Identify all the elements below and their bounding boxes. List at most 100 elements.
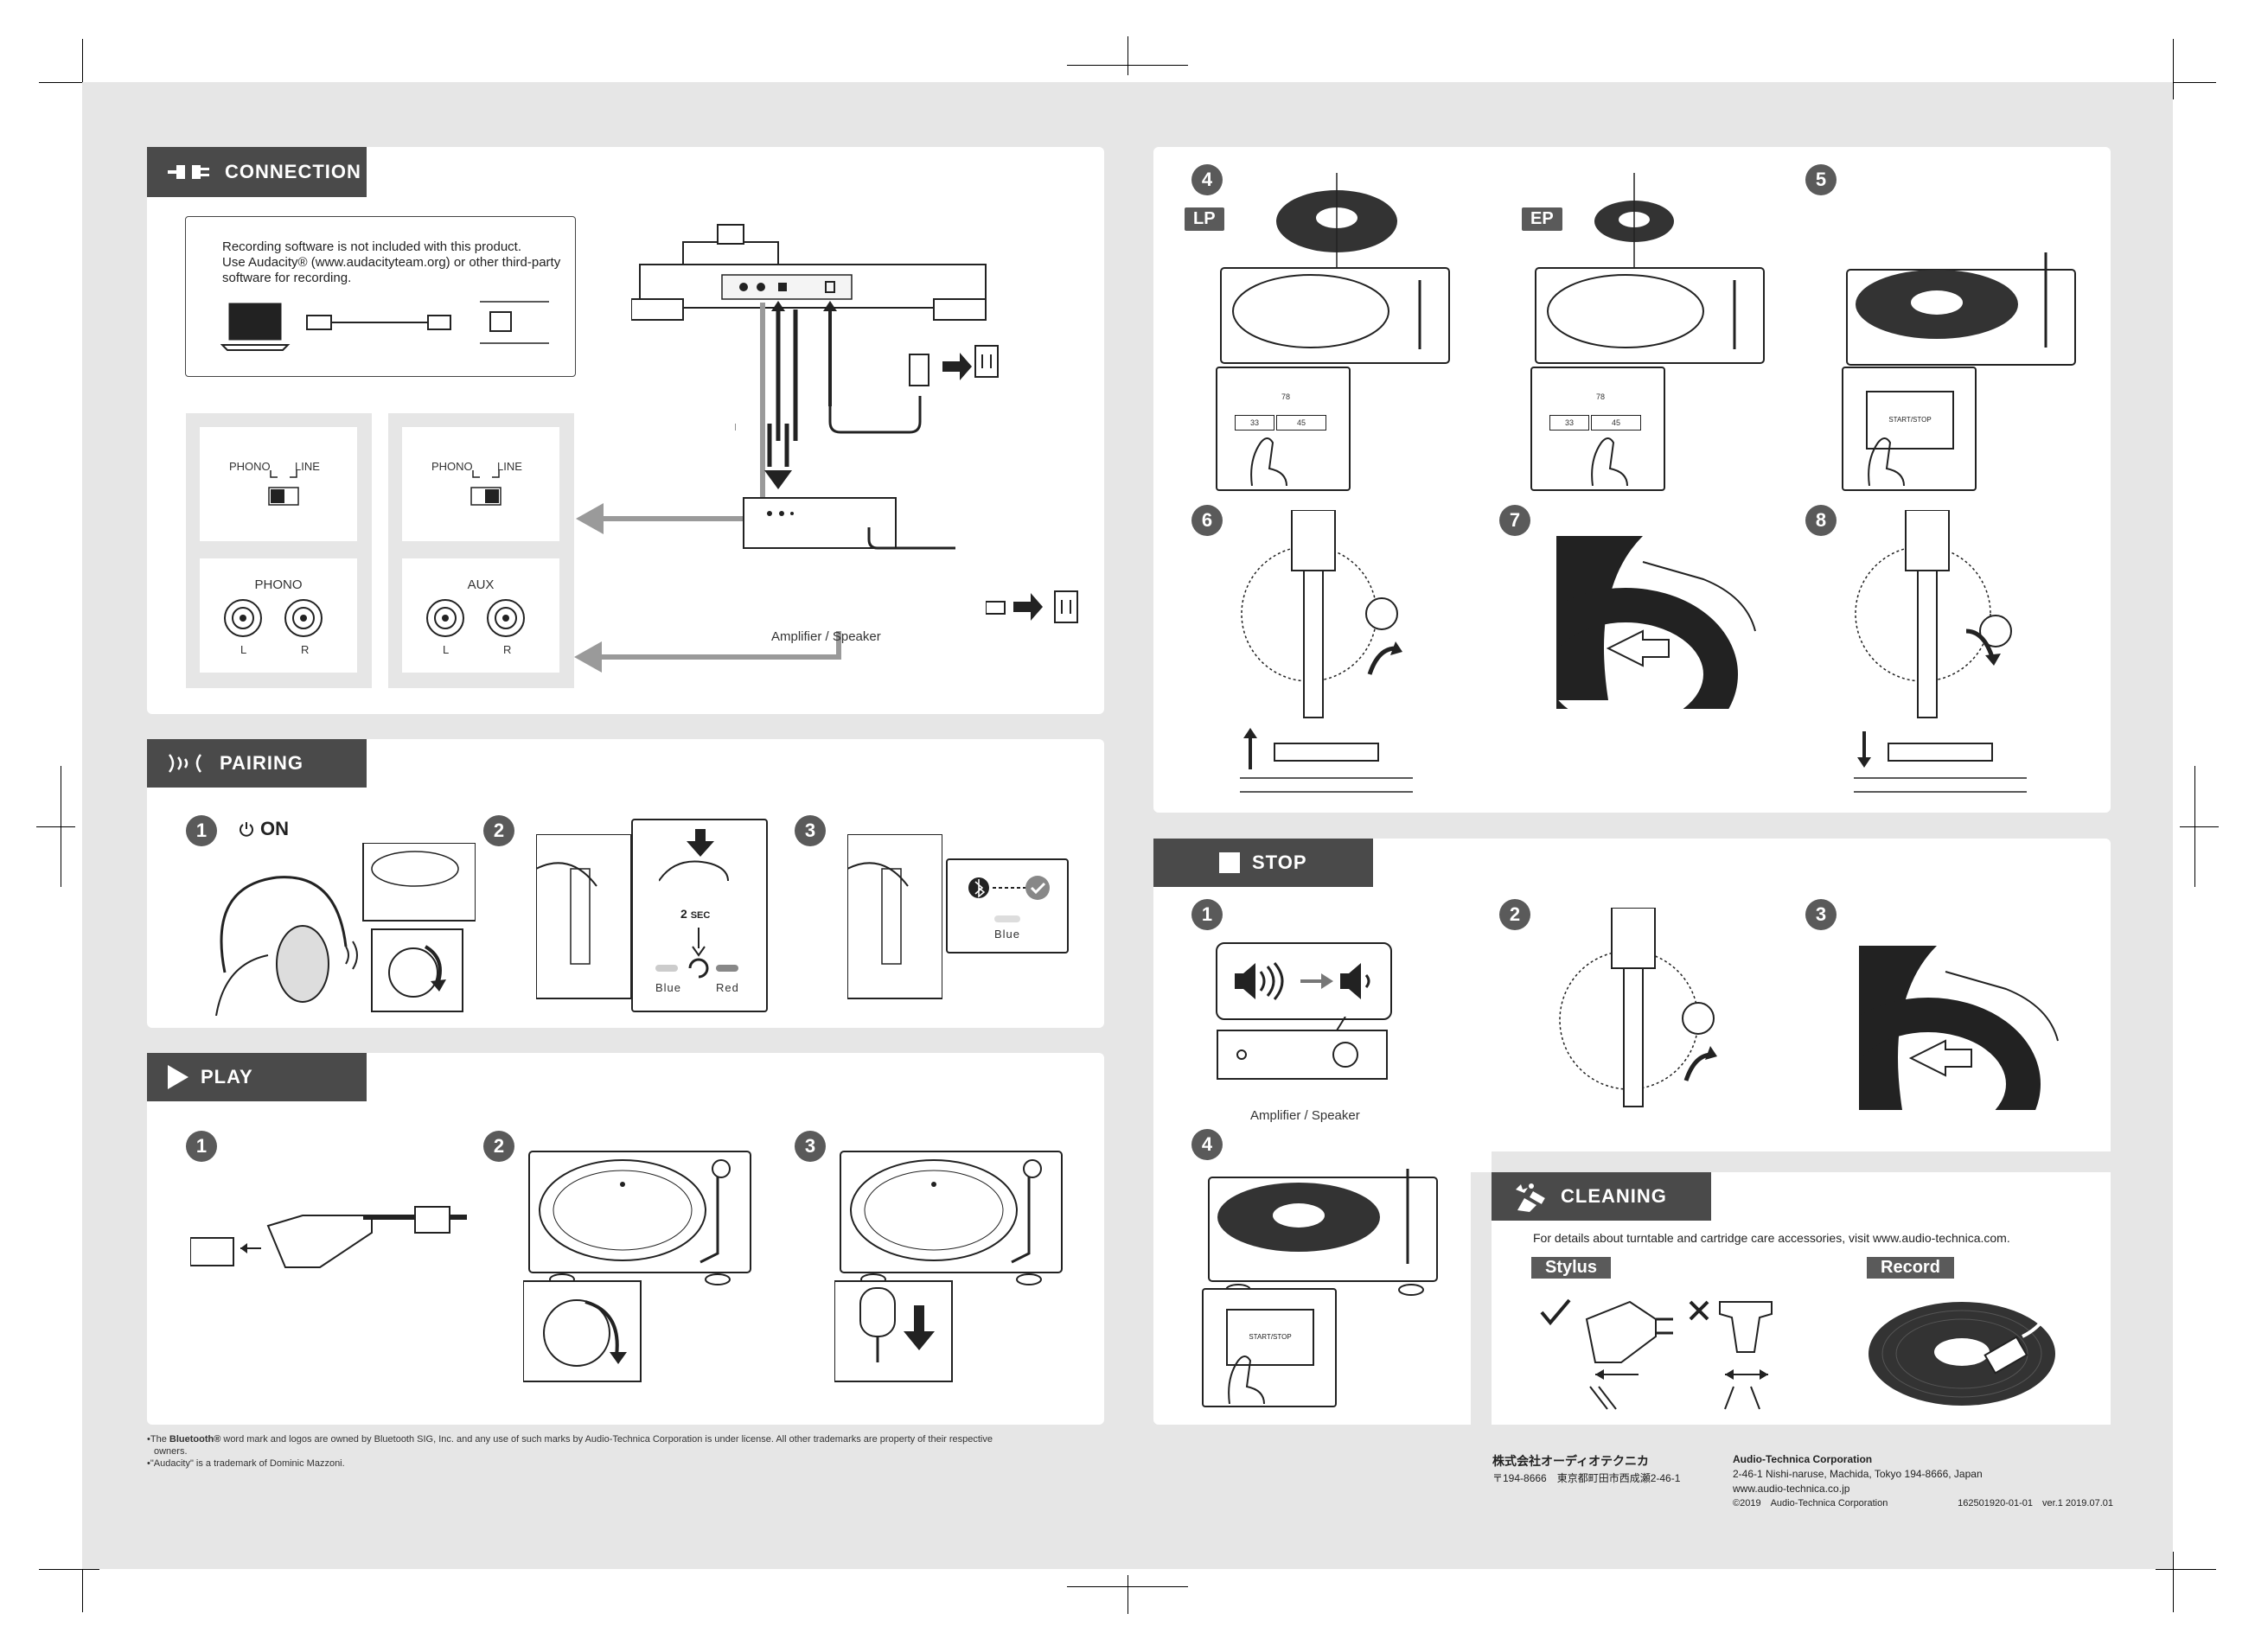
company-copyright: ©2019 Audio-Technica Corporation bbox=[1733, 1498, 1888, 1508]
crop-mark bbox=[2173, 39, 2174, 99]
stop-title: STOP bbox=[1252, 852, 1307, 873]
step-badge: 2 bbox=[483, 1131, 514, 1162]
crop-mark bbox=[39, 1569, 99, 1570]
switch-line-label: LINE bbox=[497, 460, 522, 473]
cue-lever-down-illustration bbox=[1854, 510, 2027, 793]
crop-mark bbox=[2180, 826, 2219, 827]
ep-label: EP bbox=[1522, 207, 1562, 231]
stop-start-stop-callout: START/STOP bbox=[1202, 1288, 1337, 1407]
stop-header: STOP bbox=[1153, 839, 1373, 887]
crop-mark bbox=[2156, 1569, 2216, 1570]
amplifier-illustration bbox=[735, 424, 955, 550]
switch-box: PHONO LINE bbox=[200, 427, 357, 541]
connection-header: CONNECTION bbox=[147, 147, 367, 197]
blink-indicator bbox=[655, 958, 738, 979]
plug-icon bbox=[168, 165, 209, 179]
recording-note-line: Use Audacity® (www.audacityteam.org) or … bbox=[222, 255, 561, 270]
speed-78-label: 78 bbox=[1281, 392, 1291, 401]
speed-callout-ep: 78 33 45 bbox=[1530, 367, 1665, 491]
finger-icon bbox=[1228, 1355, 1265, 1404]
on-label: ON bbox=[260, 818, 289, 839]
sec-unit: SEC bbox=[690, 910, 711, 921]
red-label: Red bbox=[716, 981, 739, 994]
phono-switch bbox=[268, 470, 299, 506]
footnotes: •The Bluetooth® word mark and logos are … bbox=[147, 1433, 1104, 1470]
document-code: 162501920-01-01 ver.1 2019.07.01 bbox=[1958, 1498, 2113, 1508]
paired-callout: Blue bbox=[946, 858, 1069, 954]
footnote-bluetooth-text: word mark and logos are owned by Bluetoo… bbox=[220, 1434, 993, 1445]
step-badge: 4 bbox=[1191, 1129, 1223, 1160]
speed-45-button: 45 bbox=[1276, 415, 1326, 431]
step-badge: 6 bbox=[1191, 505, 1223, 536]
cue-handle-illustration bbox=[1556, 536, 1764, 709]
line-group: PHONO LINE AUX L R bbox=[388, 413, 574, 688]
right-label: R bbox=[503, 643, 512, 656]
cue-lever-up-illustration bbox=[1559, 908, 1717, 1107]
turntable-corner-illustration bbox=[847, 834, 942, 999]
company-en-address: 2-46-1 Nishi-naruse, Machida, Tokyo 194-… bbox=[1733, 1468, 1983, 1480]
footnote-bluetooth-pre: •The bbox=[147, 1434, 169, 1445]
record-cleaning-illustration bbox=[1869, 1302, 2055, 1406]
power-outlet-icon bbox=[986, 590, 1078, 623]
speed-78-label: 78 bbox=[1596, 392, 1606, 401]
crop-mark bbox=[82, 1552, 83, 1612]
step-badge: 1 bbox=[186, 1131, 217, 1162]
footnote-bluetooth-mark: Bluetooth® bbox=[169, 1434, 221, 1445]
cleaning-brush-icon bbox=[1516, 1183, 1545, 1212]
play-icon bbox=[168, 1065, 188, 1089]
step-badge: 7 bbox=[1499, 505, 1530, 536]
input-box: PHONO L R bbox=[200, 558, 357, 673]
start-stop-callout: START/STOP bbox=[1842, 367, 1977, 491]
start-stop-button: START/STOP bbox=[1226, 1309, 1314, 1366]
stop-icon bbox=[1219, 852, 1240, 873]
step-badge: 1 bbox=[186, 815, 217, 846]
ep-turntable-illustration bbox=[1535, 173, 1765, 364]
company-en: Audio-Technica Corporation 2-46-1 Nishi-… bbox=[1733, 1452, 2113, 1511]
right-label: R bbox=[301, 643, 310, 656]
power-icon bbox=[240, 822, 253, 837]
company-jp-address: 〒194-8666 東京都町田市西成瀬2-46-1 bbox=[1492, 1472, 1681, 1484]
stylus-cleaning-illustration bbox=[1540, 1298, 1773, 1410]
lp-turntable-illustration bbox=[1220, 173, 1450, 364]
lp-label: LP bbox=[1185, 207, 1224, 231]
record-label: Record bbox=[1867, 1257, 1954, 1279]
input-box: AUX L R bbox=[402, 558, 559, 673]
pairing-panel: PAIRING 1 ON 2 2 SEC Blue bbox=[147, 739, 1104, 1028]
down-arrow-icon bbox=[692, 928, 706, 957]
footnote-audacity: •"Audacity" is a trademark of Dominic Ma… bbox=[147, 1458, 345, 1469]
pairing-header: PAIRING bbox=[147, 739, 367, 788]
phono-group: PHONO LINE PHONO L R bbox=[186, 413, 372, 688]
left-label: L bbox=[240, 643, 247, 656]
play-header: PLAY bbox=[147, 1053, 367, 1101]
recording-note-box: Recording software is not included with … bbox=[185, 216, 576, 377]
play-title: PLAY bbox=[201, 1066, 253, 1088]
crop-mark bbox=[2194, 766, 2195, 887]
power-on-indicator: ON bbox=[238, 818, 289, 840]
headphone-turntable-illustration bbox=[215, 843, 476, 1016]
connection-title: CONNECTION bbox=[225, 161, 361, 182]
volume-down-icon bbox=[1235, 962, 1370, 1000]
step-badge: 4 bbox=[1191, 164, 1223, 195]
speed-callout-lp: 78 33 45 bbox=[1216, 367, 1351, 491]
turntable-top-illustration bbox=[528, 1151, 751, 1285]
hold-duration: 2 SEC bbox=[680, 907, 710, 921]
paired-blue-label: Blue bbox=[994, 928, 1021, 941]
blue-label: Blue bbox=[655, 981, 682, 994]
return-arm-illustration bbox=[1859, 946, 2059, 1110]
turntable-record-illustration bbox=[1208, 1169, 1438, 1296]
speed-33-button: 33 bbox=[1549, 415, 1589, 431]
step-badge: 3 bbox=[795, 1131, 826, 1162]
press-button-icon bbox=[659, 829, 729, 882]
step-badge: 5 bbox=[1805, 164, 1837, 195]
stylus-label: Stylus bbox=[1531, 1257, 1612, 1279]
step-badge: 1 bbox=[1191, 899, 1223, 930]
cleaning-header: CLEANING bbox=[1492, 1172, 1711, 1221]
speed-45-button: 45 bbox=[1591, 415, 1641, 431]
bluetooth-waves-icon bbox=[168, 754, 202, 773]
rca-jacks-icon bbox=[224, 599, 323, 637]
switch-line-label: LINE bbox=[295, 460, 320, 473]
laptop-usb-illustration bbox=[220, 301, 549, 351]
step-badge: 3 bbox=[1805, 899, 1837, 930]
company-url: www.audio-technica.co.jp bbox=[1733, 1483, 1850, 1495]
pairing-title: PAIRING bbox=[220, 752, 304, 774]
